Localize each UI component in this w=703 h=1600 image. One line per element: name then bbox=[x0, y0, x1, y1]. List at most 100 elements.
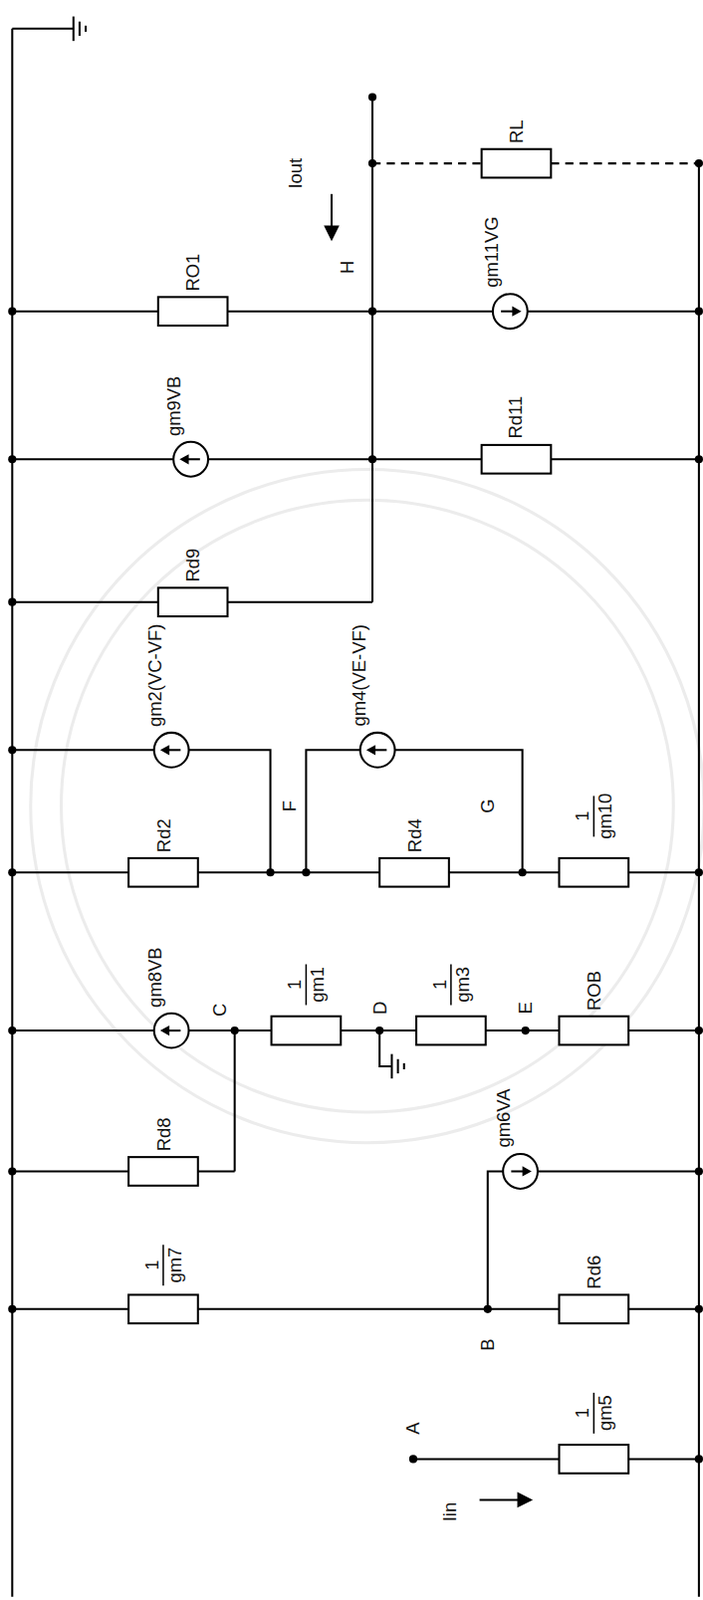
wire bbox=[11, 28, 700, 1598]
component-label: RL bbox=[506, 119, 525, 144]
component-label: C bbox=[210, 1003, 229, 1017]
component-label: gm1 bbox=[307, 966, 326, 1003]
component-label: Iout bbox=[286, 158, 305, 190]
wire bbox=[305, 749, 522, 873]
resistor-symbol bbox=[559, 1294, 630, 1324]
wire bbox=[379, 1030, 392, 1067]
watermark bbox=[60, 499, 674, 1113]
junction-dot bbox=[7, 455, 16, 464]
ground-symbol bbox=[390, 1054, 393, 1080]
current-arrow bbox=[325, 227, 338, 239]
current-arrow bbox=[325, 194, 531, 1507]
resistor-symbol bbox=[416, 1016, 486, 1046]
watermark bbox=[30, 469, 703, 1144]
junction-dot bbox=[7, 745, 16, 754]
component-label: A bbox=[404, 1421, 423, 1434]
junction-dot bbox=[7, 92, 703, 1463]
wire bbox=[371, 97, 374, 603]
wire bbox=[11, 1030, 235, 1172]
current-source bbox=[522, 1166, 532, 1176]
junction-dot bbox=[695, 1454, 703, 1463]
resistor-symbol bbox=[271, 1016, 342, 1046]
resistor-symbol bbox=[559, 858, 630, 888]
resistor-symbol bbox=[481, 445, 552, 474]
junction-dot bbox=[483, 1305, 492, 1314]
fraction-bar bbox=[305, 963, 308, 1005]
component-label: gm2(VC-VF) bbox=[146, 623, 165, 727]
fraction-bar bbox=[593, 795, 596, 837]
resistor-symbol bbox=[128, 1157, 199, 1186]
ground-symbol bbox=[397, 1059, 400, 1074]
ground-symbol bbox=[73, 16, 405, 1080]
component-label: Rd6 bbox=[584, 1254, 603, 1289]
component-label: Rd2 bbox=[154, 818, 173, 853]
current-source bbox=[511, 306, 521, 317]
junction-dot bbox=[695, 1026, 703, 1035]
resistor-symbol bbox=[158, 296, 229, 326]
component-label: gm5 bbox=[595, 1395, 614, 1431]
junction-dot bbox=[409, 1454, 418, 1463]
junction-dot bbox=[695, 1305, 703, 1314]
component-label: 1 bbox=[573, 811, 592, 822]
wire bbox=[11, 749, 270, 873]
component-label: gm3 bbox=[453, 966, 471, 1003]
junction-dot bbox=[7, 1305, 16, 1314]
ground-symbol bbox=[403, 1063, 406, 1070]
current-source bbox=[366, 744, 376, 755]
current-source bbox=[154, 1013, 190, 1049]
junction-dot bbox=[7, 1026, 16, 1035]
component-label: H bbox=[337, 260, 356, 274]
component-label: 1 bbox=[285, 979, 304, 990]
junction-dot bbox=[695, 159, 703, 168]
current-source bbox=[154, 732, 190, 768]
component-label: 1 bbox=[142, 1259, 161, 1270]
junction-dot bbox=[7, 598, 16, 607]
current-source bbox=[154, 293, 538, 1189]
current-source bbox=[179, 454, 189, 465]
wire bbox=[11, 28, 73, 1598]
junction-dot bbox=[375, 1026, 384, 1035]
current-source bbox=[173, 442, 209, 477]
junction-dot bbox=[301, 868, 310, 877]
component-label: F bbox=[279, 800, 298, 812]
fraction-bar bbox=[450, 963, 453, 1005]
junction-dot bbox=[368, 159, 377, 168]
resistor-symbol bbox=[481, 149, 552, 179]
component-label: gm9VB bbox=[164, 375, 183, 436]
junction-dot bbox=[521, 1026, 530, 1035]
resistor-symbol bbox=[379, 858, 450, 888]
ground-symbol bbox=[78, 21, 81, 36]
current-source bbox=[492, 293, 528, 329]
ground-symbol bbox=[84, 25, 87, 32]
watermark bbox=[30, 469, 703, 1144]
wire bbox=[698, 163, 701, 1598]
fraction-bar bbox=[593, 1393, 596, 1434]
component-label: Rd11 bbox=[506, 396, 525, 440]
wire bbox=[11, 310, 700, 313]
component-label: Iin bbox=[440, 1502, 459, 1522]
component-label: E bbox=[515, 1001, 534, 1014]
resistor-symbol bbox=[158, 587, 229, 617]
junction-dot bbox=[7, 1167, 16, 1175]
component-label: gm6VA bbox=[494, 1088, 513, 1148]
current-arrow bbox=[479, 1498, 523, 1501]
component-label: 1 bbox=[430, 979, 449, 990]
component-label: D bbox=[370, 1001, 389, 1015]
component-label: gm8VB bbox=[146, 946, 165, 1007]
current-source bbox=[160, 744, 170, 755]
fraction-bar bbox=[163, 795, 594, 1433]
component-label: gm7 bbox=[165, 1247, 184, 1284]
junction-dot bbox=[7, 307, 16, 316]
resistor-symbol bbox=[128, 149, 629, 1474]
junction-dot bbox=[695, 307, 703, 316]
junction-dot bbox=[368, 92, 377, 101]
junction-dot bbox=[265, 868, 274, 877]
current-source bbox=[360, 732, 396, 768]
current-source bbox=[502, 1154, 538, 1189]
junction-dot bbox=[695, 455, 703, 464]
junction-dot bbox=[518, 868, 527, 877]
component-label: B bbox=[478, 1338, 497, 1351]
resistor-symbol bbox=[559, 1444, 630, 1474]
junction-dot bbox=[368, 455, 377, 464]
resistor-symbol bbox=[128, 1294, 199, 1324]
